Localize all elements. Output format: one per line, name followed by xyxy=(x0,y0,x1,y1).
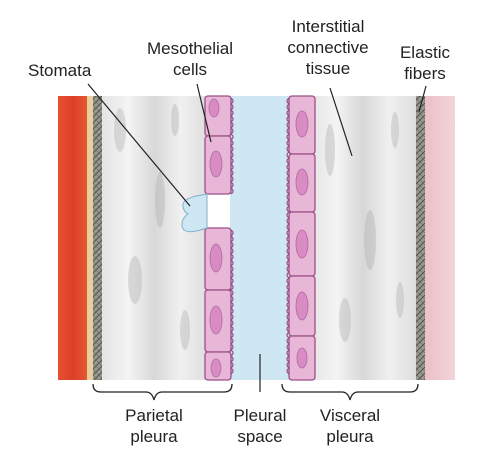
leader-elastic xyxy=(418,85,427,113)
label-interstitial-connective-tissue: Interstitial connective tissue xyxy=(268,16,388,79)
label-line: tissue xyxy=(305,59,351,78)
bracket-parietal xyxy=(92,383,233,401)
pleural-space xyxy=(230,96,290,380)
visceral-microvilli xyxy=(286,97,290,375)
parietal-mesothelial-cells xyxy=(204,95,232,381)
label-line: Mesothelial xyxy=(147,39,233,58)
parietal-tissue-streaks xyxy=(114,104,190,350)
label-visceral-pleura: Visceral pleura xyxy=(312,405,388,447)
parietal-nuclei xyxy=(208,98,223,378)
brackets xyxy=(92,383,419,401)
visceral-tissue-streaks xyxy=(325,112,404,342)
label-line: fibers xyxy=(404,64,446,83)
label-mesothelial-cells: Mesothelial cells xyxy=(130,38,250,80)
chest-wall-muscle xyxy=(58,96,88,380)
label-line: Pleural xyxy=(233,406,287,425)
leader-mesothelial xyxy=(196,83,212,143)
parietal-connective-tissue xyxy=(102,96,207,380)
visceral-nuclei xyxy=(295,110,309,369)
visceral-elastic-fibers xyxy=(416,96,425,380)
visceral-mesothelial-cells xyxy=(288,95,316,381)
label-stomata: Stomata xyxy=(28,61,92,80)
label-line: Elastic xyxy=(399,43,451,62)
label-line: pleura xyxy=(326,427,374,446)
label-pleural-space: Pleural space xyxy=(222,405,298,447)
bracket-visceral xyxy=(281,383,419,401)
tan-band xyxy=(87,96,93,380)
parietal-elastic-fibers xyxy=(93,96,102,380)
leader-lines xyxy=(87,83,427,392)
parietal-microvilli xyxy=(230,97,234,375)
label-line: cells xyxy=(172,60,207,79)
label-elastic-fibers: Elastic fibers xyxy=(390,42,460,84)
label-line: Interstitial xyxy=(291,17,365,36)
lung-tissue xyxy=(425,96,455,380)
label-line: Visceral xyxy=(319,406,381,425)
stoma-opening xyxy=(181,193,208,233)
label-line: space xyxy=(237,427,283,446)
visceral-connective-tissue xyxy=(310,96,416,380)
label-line: connective xyxy=(287,38,369,57)
label-line: pleura xyxy=(130,427,178,446)
label-parietal-pleura: Parietal pleura xyxy=(118,405,190,447)
leader-interstitial xyxy=(329,87,353,157)
leader-stomata xyxy=(87,83,191,207)
label-line: Parietal xyxy=(125,406,183,425)
